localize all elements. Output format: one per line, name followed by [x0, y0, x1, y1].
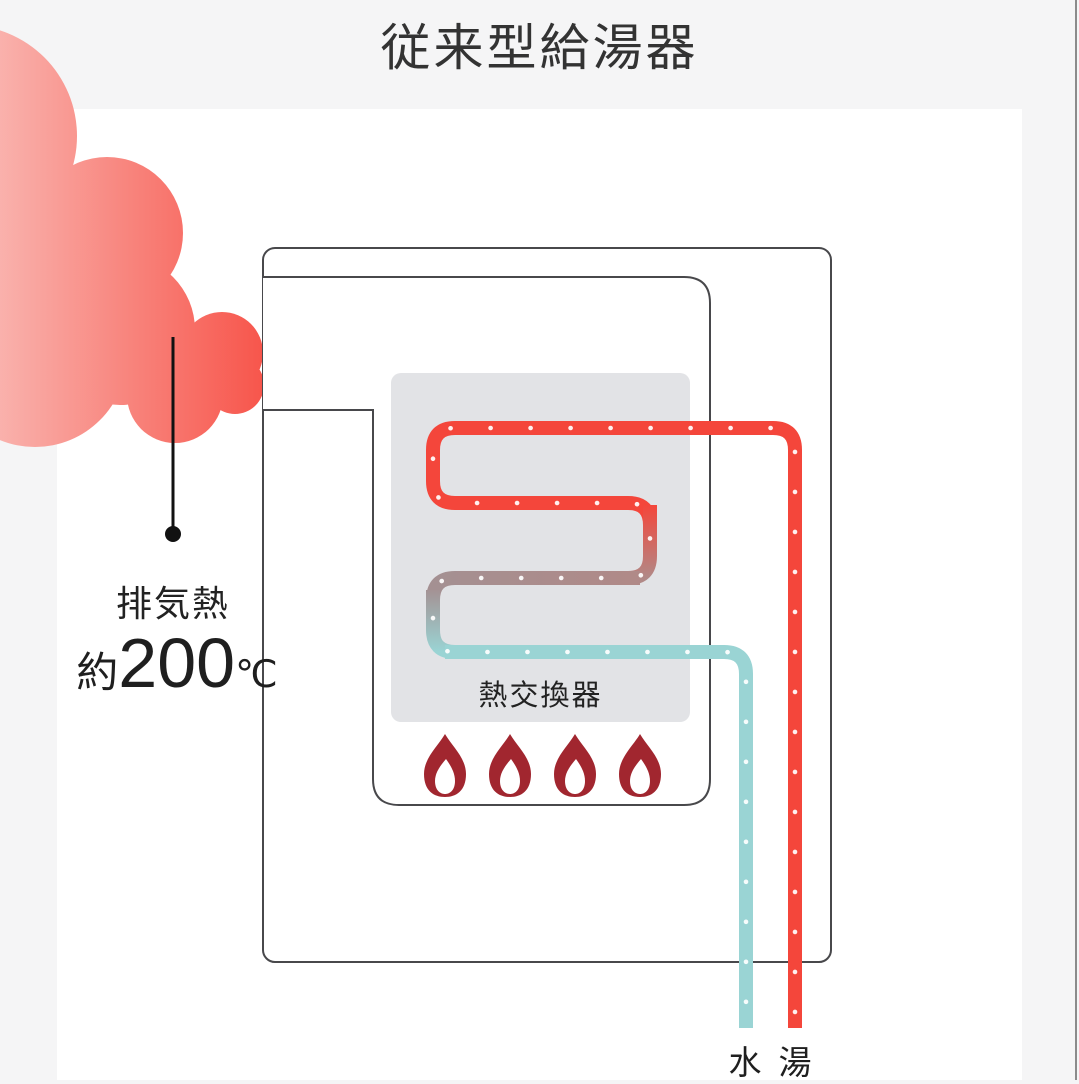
exhaust-heat-label: 排気熱 — [115, 583, 230, 624]
temp-value: 200 — [118, 624, 236, 702]
page-title: 従来型給湯器 — [380, 20, 699, 76]
burner-flames — [424, 734, 661, 797]
flame-icon — [424, 734, 466, 797]
temp-unit: ℃ — [235, 654, 278, 696]
hot-water-label: 湯 — [778, 1044, 812, 1081]
pipe-flow-dots — [430, 425, 798, 1031]
pipe-serpentine — [426, 421, 802, 1031]
flame-icon — [619, 734, 661, 797]
pipe-labels: 水 湯 — [710, 1036, 830, 1084]
exhaust-pointer-dot — [165, 526, 181, 542]
cold-water-label: 水 — [728, 1044, 762, 1081]
cloud-icon — [0, 30, 264, 447]
flame-icon — [554, 734, 596, 797]
heat-exchanger-box — [391, 373, 690, 722]
pipe-cold-segment — [445, 645, 753, 1028]
temp-prefix: 約 — [76, 649, 119, 696]
heat-exchanger-label: 熱交換器 — [478, 680, 603, 712]
flame-icon — [489, 734, 531, 797]
window-edge-line — [1075, 0, 1077, 1080]
